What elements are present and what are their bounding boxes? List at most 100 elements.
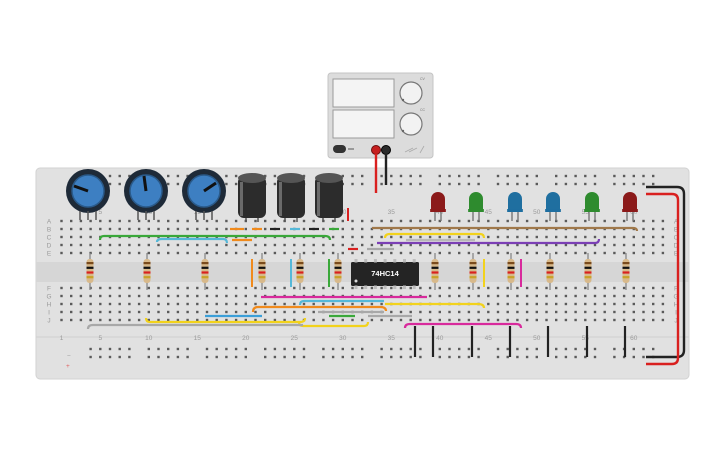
potentiometer-2[interactable] — [124, 169, 168, 220]
capacitor-1[interactable] — [238, 173, 266, 222]
column-number-bottom-1: 1 — [60, 335, 64, 342]
led-4[interactable] — [545, 192, 561, 221]
led-2[interactable] — [468, 192, 484, 221]
column-number-bottom-60: 60 — [630, 335, 638, 342]
column-number-bottom-35: 35 — [388, 335, 396, 342]
wire-gray-row-j[interactable] — [86, 323, 303, 330]
jumper-wires — [86, 226, 639, 357]
column-number-bottom-50: 50 — [533, 335, 541, 342]
row-letter-left-g: G — [46, 293, 51, 300]
column-number-top-60: 60 — [630, 209, 638, 216]
column-number-top-5: 5 — [98, 209, 102, 216]
resistor-10[interactable] — [546, 253, 554, 290]
wire-magenta-row-j[interactable] — [403, 322, 523, 329]
wire-rail-ground-loop[interactable] — [646, 185, 686, 359]
row-letter-right-j: J — [674, 317, 677, 324]
row-letter-left-b: B — [47, 226, 51, 233]
row-letter-left-a: A — [47, 218, 52, 225]
current-knob[interactable] — [399, 112, 423, 136]
resistor-5[interactable] — [296, 253, 304, 290]
ground-symbol-icon — [404, 145, 425, 154]
wire-rail-power-loop[interactable] — [646, 192, 680, 366]
row-letter-right-i: I — [675, 309, 677, 316]
resistor-4[interactable] — [258, 253, 266, 290]
ic-pins — [354, 259, 416, 289]
row-letter-left-d: D — [47, 242, 52, 249]
column-number-top-55: 55 — [582, 209, 590, 216]
column-number-top-45: 45 — [485, 209, 493, 216]
resistor-11[interactable] — [584, 253, 592, 290]
led-6[interactable] — [622, 192, 638, 221]
row-letter-left-e: E — [47, 250, 52, 257]
negative-terminal[interactable] — [381, 145, 391, 155]
power-switch[interactable] — [333, 145, 346, 153]
row-letter-right-h: H — [674, 301, 679, 308]
wire-blue-row-c[interactable] — [155, 237, 229, 244]
resistor-12[interactable] — [622, 253, 630, 290]
wire-yellow-row-i[interactable] — [144, 317, 307, 324]
capacitor-2[interactable] — [277, 173, 305, 222]
resistor-1[interactable] — [86, 253, 94, 290]
ic-label: 74HC14 — [371, 269, 399, 278]
led-5[interactable] — [584, 192, 600, 221]
resistor-3[interactable] — [201, 253, 209, 290]
wire-yellow-top[interactable] — [383, 232, 486, 239]
resistor-6[interactable] — [334, 253, 342, 290]
positive-terminal[interactable] — [371, 145, 381, 155]
wire-brown-long[interactable] — [372, 226, 639, 232]
row-letter-right-b: B — [674, 226, 678, 233]
rail-minus-label: − — [67, 353, 71, 360]
row-letter-right-a: A — [674, 218, 679, 225]
row-letter-left-j: J — [47, 317, 50, 324]
resistor-9[interactable] — [507, 253, 515, 290]
row-letter-left-f: F — [47, 285, 51, 292]
row-letter-left-h: H — [47, 301, 52, 308]
column-number-top-40: 40 — [436, 209, 444, 216]
resistor-2[interactable] — [143, 253, 151, 290]
column-number-top-15: 15 — [194, 209, 202, 216]
wire-blue-row-g[interactable] — [298, 299, 384, 306]
potentiometer-3[interactable] — [182, 169, 226, 220]
current-display — [332, 109, 395, 139]
column-number-bottom-15: 15 — [194, 335, 202, 342]
row-letter-left-c: C — [47, 234, 52, 241]
led-1[interactable] — [430, 192, 446, 221]
potentiometer-1-indicator — [73, 184, 89, 193]
resistor-8[interactable] — [469, 253, 477, 290]
potentiometer-1[interactable] — [66, 169, 110, 220]
column-number-top-30: 30 — [339, 209, 347, 216]
cc-label: CC — [420, 108, 426, 112]
row-letter-right-e: E — [674, 250, 679, 257]
wire-green-row-c[interactable] — [98, 234, 332, 241]
wire-purple-long[interactable] — [377, 238, 601, 245]
potentiometer-3-indicator — [203, 181, 217, 193]
row-letter-right-d: D — [674, 242, 679, 249]
row-letter-right-g: G — [673, 293, 678, 300]
voltage-knob[interactable] — [399, 81, 423, 105]
capacitor-3[interactable] — [315, 173, 343, 222]
wire-orange-row-h[interactable] — [251, 305, 388, 313]
cv-label: CV — [420, 77, 426, 81]
led-group — [430, 192, 638, 221]
power-supply[interactable]: CV CC — [327, 72, 434, 159]
rail-plus-label: + — [66, 363, 70, 370]
ic-74hc14[interactable]: 74HC14 — [351, 259, 419, 289]
column-number-bottom-20: 20 — [242, 335, 250, 342]
row-letter-left-i: I — [48, 309, 50, 316]
column-number-top-35: 35 — [388, 209, 396, 216]
column-number-bottom-5: 5 — [98, 335, 102, 342]
column-number-bottom-25: 25 — [291, 335, 299, 342]
resistor-7[interactable] — [431, 253, 439, 290]
wire-yellow-row-g[interactable] — [385, 302, 486, 309]
column-number-top-50: 50 — [533, 209, 541, 216]
led-3[interactable] — [507, 192, 523, 221]
column-number-bottom-40: 40 — [436, 335, 444, 342]
column-number-bottom-10: 10 — [145, 335, 153, 342]
potentiometer-2-indicator — [142, 175, 148, 192]
column-number-bottom-45: 45 — [485, 335, 493, 342]
column-number-bottom-30: 30 — [339, 335, 347, 342]
resistor-group — [86, 253, 630, 290]
